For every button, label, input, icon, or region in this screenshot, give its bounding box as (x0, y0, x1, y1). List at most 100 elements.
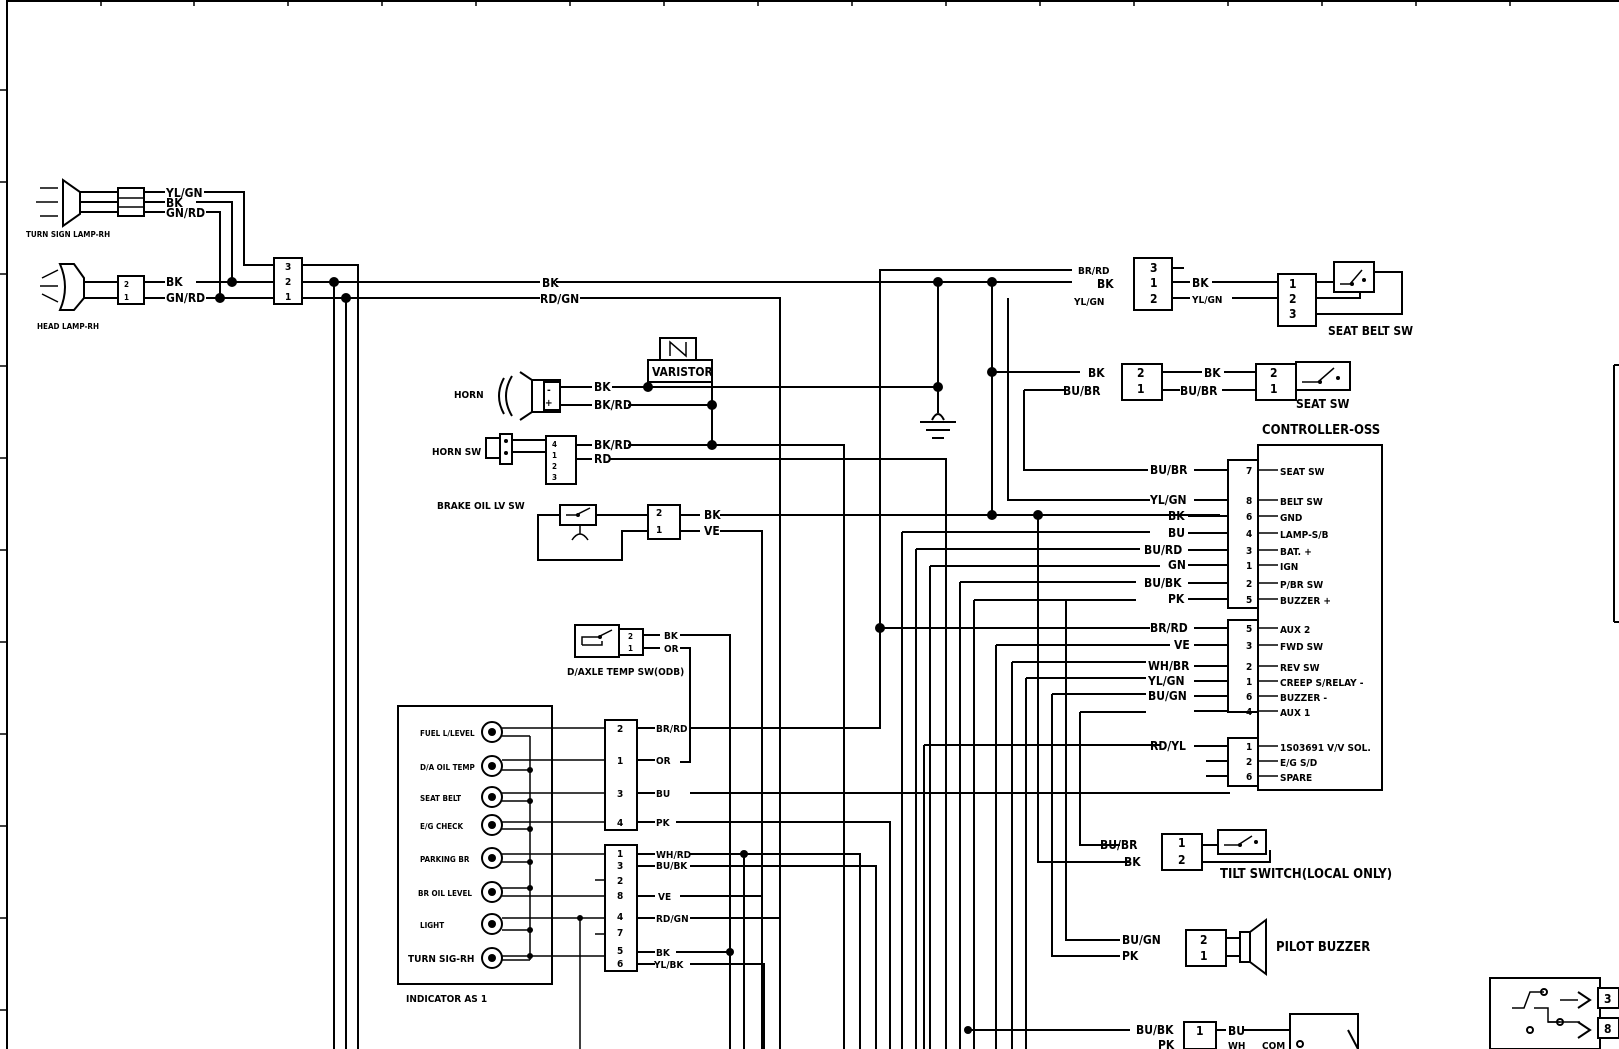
wire-label-ind-or: OR (656, 756, 671, 767)
ctrl-wire-bu-gn: BU/GN (1148, 689, 1187, 703)
brake-wiring (720, 514, 1220, 1049)
svg-text:1: 1 (1178, 836, 1186, 850)
com-relay: BU/BK PK 1 BU WH COM (1136, 1013, 1359, 1049)
wire-label-horn-sw-bk-rd: BK/RD (594, 438, 632, 452)
svg-text:2: 2 (617, 724, 623, 735)
svg-text:2: 2 (628, 632, 633, 641)
ctrl-wire-ve: VE (1174, 638, 1190, 652)
svg-text:2: 2 (124, 280, 129, 289)
indicator-panel: INDICATOR AS 1 (397, 705, 553, 1005)
d-axle-temp-sw-label: D/AXLE TEMP SW(ODB) (567, 667, 684, 678)
ground-symbol (920, 277, 956, 439)
svg-text:1: 1 (552, 451, 557, 460)
svg-text:2: 2 (617, 876, 623, 887)
indicator-label-2: SEAT BELT (420, 794, 461, 803)
tilt-switch-label: TILT SWITCH(LOCAL ONLY) (1220, 867, 1392, 882)
svg-text:7: 7 (617, 928, 623, 939)
svg-text:1: 1 (617, 849, 623, 860)
svg-text:+: + (545, 398, 553, 409)
head-lamp-label: HEAD LAMP-RH (37, 322, 99, 331)
svg-text:3: 3 (1289, 307, 1297, 321)
ctrl-pin-buzzer-minus: BUZZER - (1280, 693, 1327, 704)
pilot-buzzer-label: PILOT BUZZER (1276, 940, 1370, 955)
seat-switch: BK BU/BR 21 BK BU/BR 21 SEAT SW (1024, 361, 1351, 411)
indicator-connector-b: 13 28 47 56 (604, 844, 655, 972)
ctrl-pin-ign: IGN (1280, 562, 1298, 573)
ctrl-pin-pbr-sw: P/BR SW (1280, 580, 1323, 591)
wire-label-seat-bk2: BK (1204, 366, 1221, 380)
wire-label-ind-br-rd: BR/RD (656, 724, 687, 735)
seat-belt-sw-label: SEAT BELT SW (1328, 324, 1413, 338)
wire-label-com-bu: BU (1228, 1024, 1245, 1038)
wire-label-daxle-bk: BK (664, 631, 679, 642)
ctrl-pin-belt-sw: BELT SW (1280, 497, 1323, 508)
ctrl-wire-pk: PK (1168, 592, 1185, 606)
pilot-buzzer: BU/GN PK 21 PILOT BUZZER (1122, 918, 1370, 976)
wire-label-ind-rd-gn: RD/GN (656, 914, 689, 925)
svg-text:-: - (547, 385, 551, 396)
ctrl-pin-aux2: AUX 2 (1280, 625, 1310, 636)
indicator-label-0: FUEL L/LEVEL (420, 729, 475, 738)
d-axle-temp-switch: 2 1 D/AXLE TEMP SW(ODB) (567, 624, 684, 678)
controller-oss: CONTROLLER-OSS 78 64 31 25 53 21 64 12 6 (1227, 423, 1383, 791)
indicator-as-label: INDICATOR AS 1 (406, 994, 487, 1005)
svg-text:6: 6 (1246, 692, 1252, 703)
svg-text:5: 5 (617, 946, 623, 957)
svg-text:6: 6 (1246, 772, 1252, 783)
svg-text:2: 2 (1289, 292, 1297, 306)
wire-label-brake-ve: VE (704, 524, 720, 538)
svg-text:3: 3 (1150, 261, 1158, 275)
svg-text:1: 1 (1246, 677, 1252, 688)
ctrl-wire-yl-gn2: YL/GN (1147, 674, 1185, 688)
controller-label: CONTROLLER-OSS (1262, 423, 1380, 438)
wire-label-bk-2: BK (166, 275, 183, 289)
ctrl-pin-buzzer-plus: BUZZER + (1280, 596, 1331, 607)
wire-label-tilt-bu-br: BU/BR (1100, 838, 1138, 852)
svg-text:2: 2 (1200, 933, 1208, 947)
svg-text:2: 2 (1246, 579, 1252, 590)
svg-text:1: 1 (1200, 949, 1208, 963)
seat-belt-connector: BR/RD BK YL/GN 312 (1073, 257, 1190, 311)
com-label: COM (1262, 1041, 1285, 1049)
horn-switch: HORN SW 41 23 (432, 433, 592, 485)
ctrl-pin-lamp-sb: LAMP-S/B (1280, 530, 1329, 541)
svg-text:4: 4 (1246, 707, 1252, 718)
brake-oil-lv-switch: BRAKE OIL LV SW 2 1 (437, 501, 700, 561)
svg-text:2: 2 (1246, 757, 1252, 768)
wire-label-sb-br-rd: BR/RD (1078, 266, 1109, 277)
varistor-label: VARISTOR (652, 365, 714, 379)
wire-label-rd-gn: RD/GN (540, 292, 579, 306)
wire-label-com-wh: WH (1228, 1041, 1245, 1049)
svg-text:2: 2 (1178, 853, 1186, 867)
wire-label-bk-main: BK (542, 276, 559, 290)
svg-text:4: 4 (617, 818, 623, 829)
tilt-switch: BU/BR BK 1 2 TILT SWITCH(LOCAL ONLY) (1100, 829, 1392, 882)
wire-label-ind-wh-rd: WH/RD (656, 850, 691, 861)
horn-label: HORN (454, 390, 484, 401)
wire-label-ind-pk: PK (656, 818, 671, 829)
wire-label-ind-ve: VE (658, 892, 671, 903)
wire-label-gn-rd-2: GN/RD (166, 291, 205, 305)
wire-label-tilt-bk: BK (1124, 855, 1141, 869)
svg-text:2: 2 (1137, 366, 1145, 380)
svg-text:1: 1 (285, 292, 291, 303)
svg-text:2: 2 (285, 277, 291, 288)
svg-text:2: 2 (1270, 366, 1278, 380)
svg-text:2: 2 (552, 462, 557, 471)
wire-label-horn-bk-rd: BK/RD (594, 398, 632, 412)
svg-text:1: 1 (656, 525, 662, 536)
wire-label-seat-bu-br2: BU/BR (1180, 384, 1218, 398)
wire-label-seat-bu-br: BU/BR (1063, 384, 1101, 398)
brake-oil-lv-sw-label: BRAKE OIL LV SW (437, 501, 525, 512)
turn-sign-lamp-label: TURN SIGN LAMP-RH (26, 230, 110, 239)
indicator-b-wiring (676, 850, 877, 1049)
svg-text:2: 2 (656, 508, 662, 519)
svg-text:1: 1 (628, 644, 633, 653)
ctrl-pin-rev-sw: REV SW (1280, 663, 1320, 674)
svg-text:7: 7 (1246, 466, 1252, 477)
head-lamp-rh: 21 HEAD LAMP-RH (37, 263, 165, 331)
indicator-label-6: LIGHT (420, 921, 444, 930)
ctrl-pin-fwd-sw: FWD SW (1280, 642, 1323, 653)
